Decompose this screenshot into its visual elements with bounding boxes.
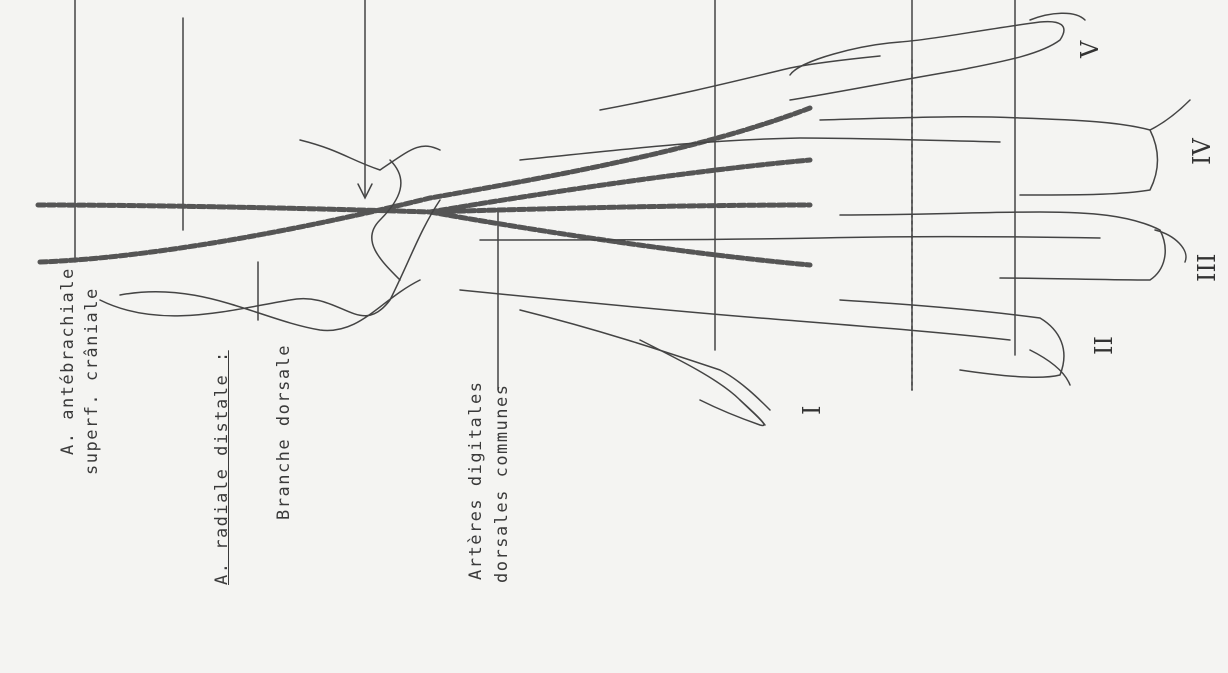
vessel-tortuous-1 [100, 200, 440, 316]
bone-digit-1 [520, 310, 770, 410]
vessel-tortuous-2 [120, 280, 420, 330]
phalanx-ii [840, 300, 1064, 377]
digit-label-iii: III [1195, 254, 1219, 282]
bone-metacarpal-4 [520, 138, 1000, 160]
artery-radiale [38, 205, 810, 212]
label-antebrachiale-line1: A. antébrachiale [60, 267, 77, 455]
label-branche: Branche dorsale [276, 344, 293, 520]
vessel-tortuous-3 [300, 140, 440, 170]
digit-label-ii: II [1092, 336, 1116, 355]
label-arteres-line2: dorsales communes [494, 384, 511, 584]
label-antebrachiale-line2: superf. crâniale [84, 287, 101, 475]
claw-iv [1150, 100, 1190, 130]
label-radiale: A. radiale distale : [214, 350, 231, 585]
phalanx-iii [840, 212, 1165, 280]
phalanx-iv [820, 117, 1158, 195]
digit-label-iv: IV [1190, 138, 1214, 165]
claw-i [740, 400, 765, 425]
claw-v [1030, 13, 1085, 20]
digit-label-v: V [1078, 41, 1102, 58]
label-arteres-line1: Artères digitales [468, 381, 485, 581]
vessel-tortuous-4 [372, 160, 401, 280]
phalanx-i [640, 340, 764, 426]
digit-label-i: I [800, 406, 824, 415]
bone-metacarpal-5 [600, 56, 880, 110]
claw-iii [1155, 230, 1186, 262]
